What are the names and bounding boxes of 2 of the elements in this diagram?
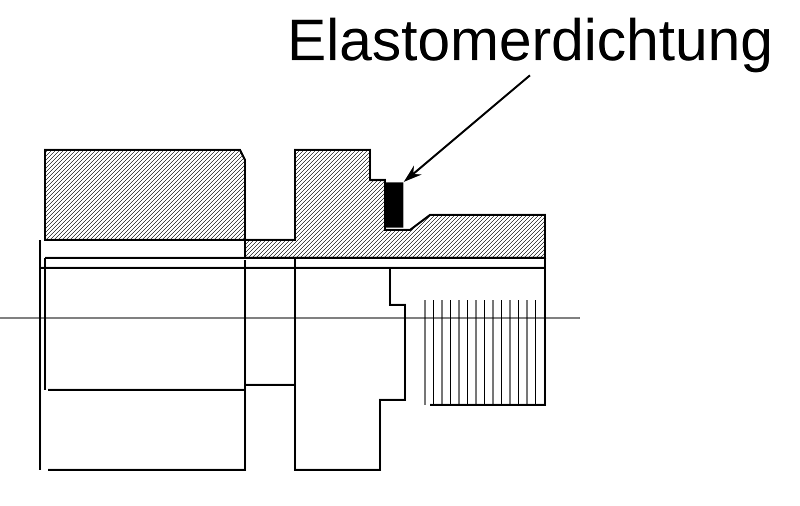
callout-label: Elastomerdichtung — [292, 18, 770, 72]
seal-ring — [384, 182, 404, 228]
